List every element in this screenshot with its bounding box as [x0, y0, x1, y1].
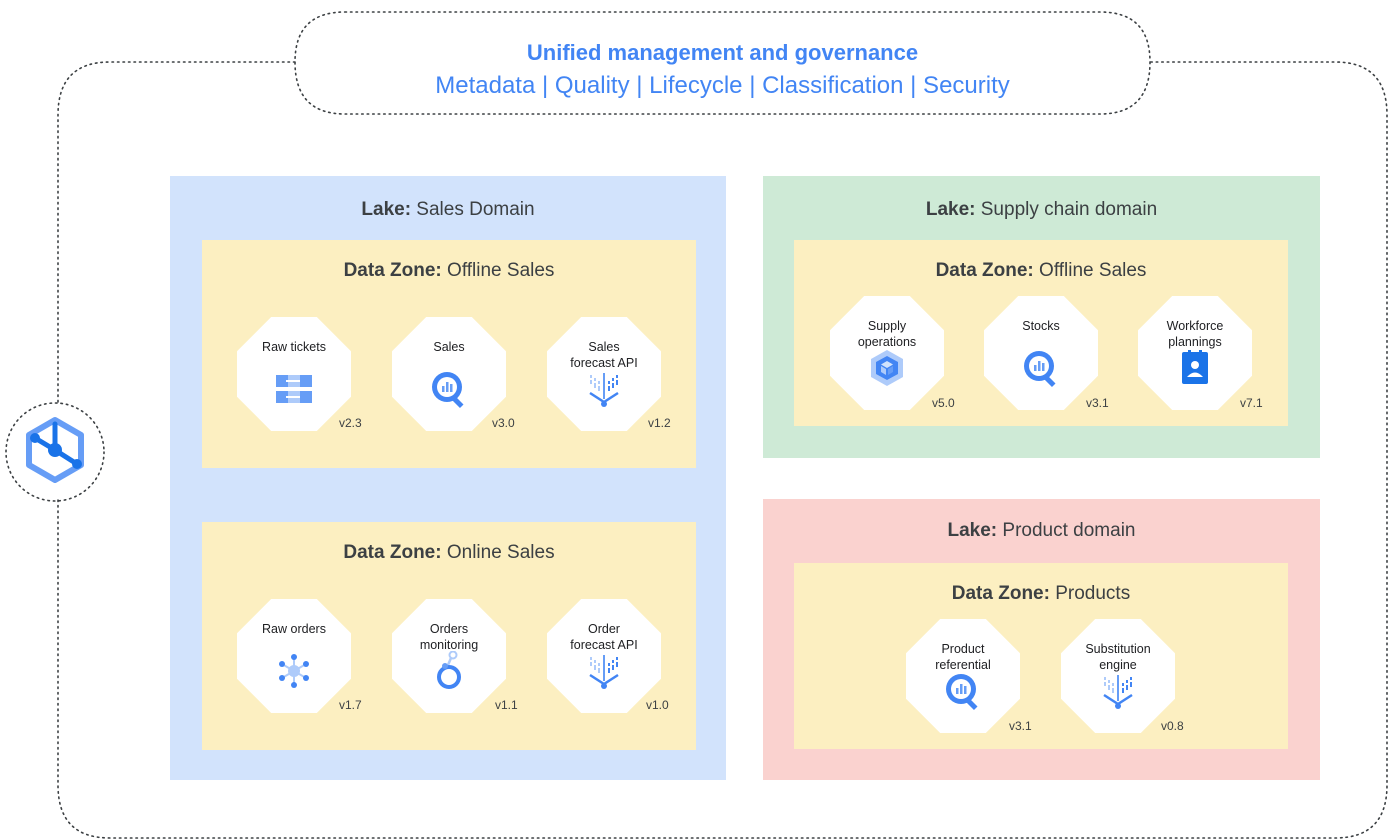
product-label: Sales: [433, 340, 465, 354]
looker-icon: [429, 650, 469, 691]
lake-supply-chain-domain: Lake: Supply chain domain Data Zone: Off…: [763, 176, 1320, 458]
bigquery-icon: [429, 369, 469, 409]
product-version: v1.7: [339, 698, 362, 712]
product-version: v5.0: [932, 396, 955, 410]
header-subtitle: Metadata | Quality | Lifecycle | Classif…: [435, 72, 1010, 99]
header-title: Unified management and governance: [526, 40, 919, 65]
product-version: v1.2: [648, 416, 671, 430]
vertex-ai-icon: [584, 651, 624, 691]
dataplex-icon: [26, 417, 84, 483]
data-product-sales[interactable]: Sales: [392, 317, 506, 431]
zone-title: Data Zone: Online Sales: [343, 542, 555, 563]
zone-offline-sales: Data Zone: Offline Sales Raw tickets v2.…: [202, 240, 696, 468]
product-version: v0.8: [1161, 719, 1184, 733]
zone-title: Data Zone: Offline Sales: [935, 260, 1147, 281]
product-label: Raw orders: [262, 622, 326, 636]
lake-title: Lake: Sales Domain: [361, 199, 535, 220]
product-label: Stocks: [1022, 319, 1060, 333]
vertex-ai-icon: [1098, 671, 1138, 711]
cube-icon: [867, 348, 907, 388]
lake-title: Lake: Product domain: [947, 520, 1136, 541]
product-version: v1.0: [646, 698, 669, 712]
product-version: v3.1: [1086, 396, 1109, 410]
zone-online-sales: Data Zone: Online Sales Raw orders v1.7 …: [202, 522, 696, 750]
badge-icon: [1175, 348, 1215, 388]
governance-header: Unified management and governance Metada…: [295, 8, 1150, 114]
pubsub-icon: [274, 651, 314, 691]
zone-title: Data Zone: Offline Sales: [343, 260, 555, 281]
lake-title: Lake: Supply chain domain: [925, 199, 1158, 220]
product-version: v3.1: [1009, 719, 1032, 733]
product-version: v7.1: [1240, 396, 1263, 410]
product-label: Raw tickets: [262, 340, 326, 354]
product-version: v2.3: [339, 416, 362, 430]
lake-product-domain: Lake: Product domain Data Zone: Products…: [763, 499, 1320, 780]
vertex-ai-icon: [584, 369, 624, 409]
bigquery-icon: [1021, 348, 1061, 388]
product-version: v3.0: [492, 416, 515, 430]
data-product-stocks[interactable]: Stocks: [984, 296, 1098, 410]
storage-icon: [274, 369, 314, 409]
data-product-raw-orders[interactable]: Raw orders: [237, 599, 351, 713]
product-version: v1.1: [495, 698, 518, 712]
lake-sales-domain: Lake: Sales Domain Data Zone: Offline Sa…: [170, 176, 726, 780]
zone-title: Data Zone: Products: [951, 583, 1131, 604]
data-product-raw-tickets[interactable]: Raw tickets: [237, 317, 351, 431]
bigquery-icon: [943, 671, 983, 711]
